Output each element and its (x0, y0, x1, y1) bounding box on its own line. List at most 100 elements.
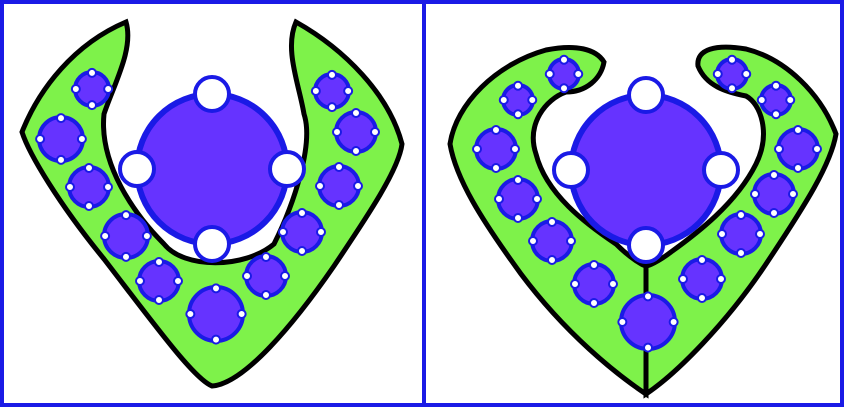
small-sphere-port (212, 284, 220, 292)
small-sphere-port (85, 164, 93, 172)
large-sphere-port (195, 77, 229, 111)
small-sphere-port (57, 156, 65, 164)
small-sphere-port (143, 232, 151, 240)
small-sphere-port (737, 211, 745, 219)
large-sphere-port (629, 228, 663, 262)
small-sphere-port (794, 126, 802, 134)
small-sphere-port (756, 230, 764, 238)
small-sphere-port (514, 176, 522, 184)
small-sphere-port (243, 272, 251, 280)
small-sphere-body (104, 214, 148, 258)
small-sphere-port (789, 190, 797, 198)
small-sphere-port (698, 294, 706, 302)
small-sphere-body (39, 117, 83, 161)
small-sphere-port (618, 318, 626, 326)
small-sphere-port (514, 214, 522, 222)
small-sphere-port (328, 103, 336, 111)
small-sphere-port (548, 256, 556, 264)
small-sphere-port (670, 318, 678, 326)
small-sphere-port (352, 147, 360, 155)
small-sphere-port (136, 277, 144, 285)
small-sphere-port (312, 87, 320, 95)
small-sphere-port (473, 145, 481, 153)
small-sphere-body (621, 295, 675, 349)
small-sphere-port (492, 126, 500, 134)
small-sphere-port (371, 128, 379, 136)
small-sphere-port (57, 114, 65, 122)
small-sphere-port (772, 110, 780, 118)
large-sphere-port (120, 152, 154, 186)
small-sphere-port (495, 195, 503, 203)
large-sphere-port (629, 78, 663, 112)
large-sphere-port (704, 153, 738, 187)
small-sphere-port (560, 56, 568, 64)
large-sphere-port (270, 152, 304, 186)
small-sphere-port (66, 183, 74, 191)
small-sphere-port (758, 96, 766, 104)
small-sphere-port (298, 209, 306, 217)
small-sphere-port (775, 145, 783, 153)
small-sphere-port (751, 190, 759, 198)
large-sphere-port (195, 227, 229, 261)
small-sphere-port (514, 82, 522, 90)
small-sphere-port (101, 232, 109, 240)
large-sphere-port (554, 153, 588, 187)
small-sphere-port (212, 336, 220, 344)
small-sphere-port (122, 211, 130, 219)
right-panel (422, 0, 844, 407)
small-sphere-port (335, 163, 343, 171)
small-sphere-port (770, 171, 778, 179)
small-sphere-port (546, 70, 554, 78)
small-sphere-port (679, 275, 687, 283)
small-sphere-port (786, 96, 794, 104)
small-sphere-port (262, 291, 270, 299)
small-sphere-port (528, 96, 536, 104)
small-sphere-port (262, 253, 270, 261)
small-sphere-port (88, 101, 96, 109)
small-sphere-port (511, 145, 519, 153)
small-sphere-port (794, 164, 802, 172)
small-sphere-port (717, 275, 725, 283)
small-sphere-port (718, 230, 726, 238)
small-sphere-port (644, 292, 652, 300)
small-sphere-port (279, 228, 287, 236)
small-sphere-port (560, 84, 568, 92)
small-sphere-port (238, 310, 246, 318)
small-sphere-port (737, 249, 745, 257)
small-sphere-port (104, 183, 112, 191)
split-v-cradle-diagram (426, 4, 840, 403)
small-sphere-port (574, 70, 582, 78)
small-sphere-port (333, 128, 341, 136)
large-sphere-body (571, 95, 721, 245)
small-sphere-port (714, 70, 722, 78)
small-sphere-port (698, 256, 706, 264)
small-sphere-port (354, 182, 362, 190)
small-sphere-port (155, 258, 163, 266)
small-sphere-port (186, 310, 194, 318)
small-sphere-port (514, 110, 522, 118)
small-sphere-port (492, 164, 500, 172)
small-sphere-port (742, 70, 750, 78)
small-sphere-port (316, 182, 324, 190)
small-sphere-port (281, 272, 289, 280)
small-sphere-port (644, 344, 652, 352)
small-sphere-port (772, 82, 780, 90)
small-sphere-port (567, 237, 575, 245)
small-sphere-port (548, 218, 556, 226)
closed-v-cradle-diagram (4, 4, 422, 403)
small-sphere-port (72, 85, 80, 93)
small-sphere-port (298, 247, 306, 255)
small-sphere-port (590, 261, 598, 269)
small-sphere-port (335, 201, 343, 209)
small-sphere-port (78, 135, 86, 143)
small-sphere-port (728, 56, 736, 64)
small-sphere-port (529, 237, 537, 245)
small-sphere-port (352, 109, 360, 117)
small-sphere-port (609, 280, 617, 288)
small-sphere-port (571, 280, 579, 288)
small-sphere-port (344, 87, 352, 95)
small-sphere-port (813, 145, 821, 153)
small-sphere-port (770, 209, 778, 217)
small-sphere-port (590, 299, 598, 307)
small-sphere-port (36, 135, 44, 143)
